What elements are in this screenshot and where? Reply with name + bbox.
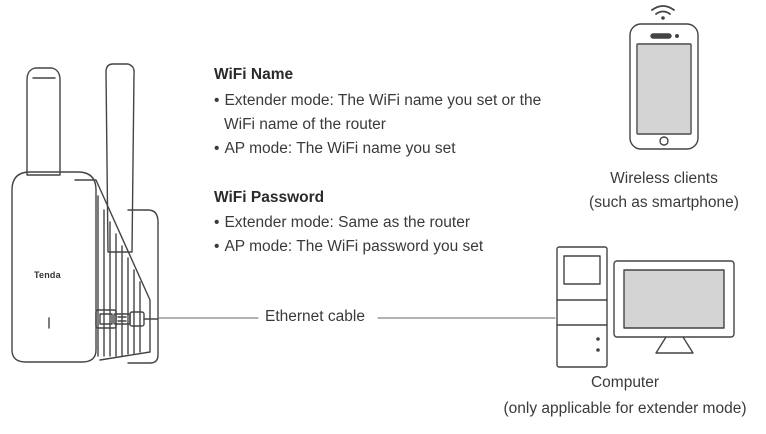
wifi-password-ap-item: AP mode: The WiFi password you set	[214, 238, 483, 256]
computer-caption: Computer	[590, 374, 660, 391]
wifi-name-extender-item: Extender mode: The WiFi name you set or …	[214, 92, 541, 110]
wifi-password-title: WiFi Password	[214, 189, 325, 206]
wifi-name-extender-item-cont: WiFi name of the router	[224, 116, 386, 133]
wireless-clients-caption: Wireless clients	[610, 170, 718, 187]
wifi-password-extender-item: Extender mode: Same as the router	[214, 214, 470, 232]
smartphone-illustration	[629, 23, 699, 150]
computer-tower-illustration	[556, 246, 608, 368]
ethernet-cable-label: Ethernet cable	[265, 308, 365, 325]
computer-caption-note: (only applicable for extender mode)	[503, 400, 747, 417]
wireless-clients-example: (such as smartphone)	[589, 194, 739, 211]
wifi-signal-icon	[651, 5, 675, 20]
extender-device-illustration	[11, 63, 159, 364]
device-brand-label: Tenda	[34, 270, 61, 280]
wifi-name-title: WiFi Name	[214, 66, 294, 83]
monitor-illustration	[613, 260, 735, 354]
wifi-name-ap-item: AP mode: The WiFi name you set	[214, 140, 455, 158]
